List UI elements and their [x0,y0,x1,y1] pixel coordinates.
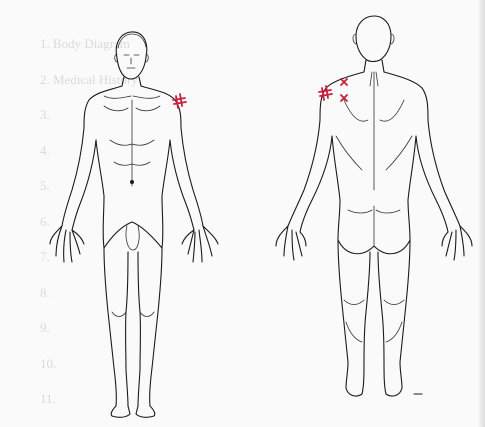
back-head [356,16,391,62]
back-cross-mark-upper [341,79,347,85]
back-leg-left-inner [364,252,370,362]
front-feet [111,406,155,417]
front-leg-left-outer [104,248,116,406]
front-leg-right-outer [150,248,162,406]
back-leg-right-outer [400,240,410,362]
front-face [124,55,139,68]
back-hand-right [442,226,472,260]
front-torso-left [62,86,122,226]
front-inner-arm-left [72,140,96,230]
front-hand-left [50,226,84,262]
back-knees [344,300,404,342]
front-knees [112,312,154,317]
front-ears [115,54,149,62]
back-hand-left [276,226,306,260]
front-neck [122,77,141,86]
front-clavicles [104,96,160,98]
front-genitals [126,226,139,250]
front-navel [130,180,134,184]
back-leg-left-outer [338,240,348,362]
front-leg-left-inner [126,252,128,406]
back-torso-right [384,72,460,226]
front-shoulder-hash-mark [173,94,186,108]
back-ears [353,34,394,44]
front-waist [96,140,170,248]
page-edge-shadow [479,0,485,427]
front-groin [104,222,162,248]
front-chest [104,100,160,186]
back-feet [346,362,402,396]
front-figure [50,32,218,417]
front-leg-right-inner [138,252,140,406]
front-hand-right [182,226,218,262]
back-leg-right-inner [378,252,384,362]
back-gluteal [348,206,400,246]
back-shoulder-hash-mark [319,86,332,100]
front-inner-arm-right [170,140,194,230]
back-figure [276,16,472,396]
